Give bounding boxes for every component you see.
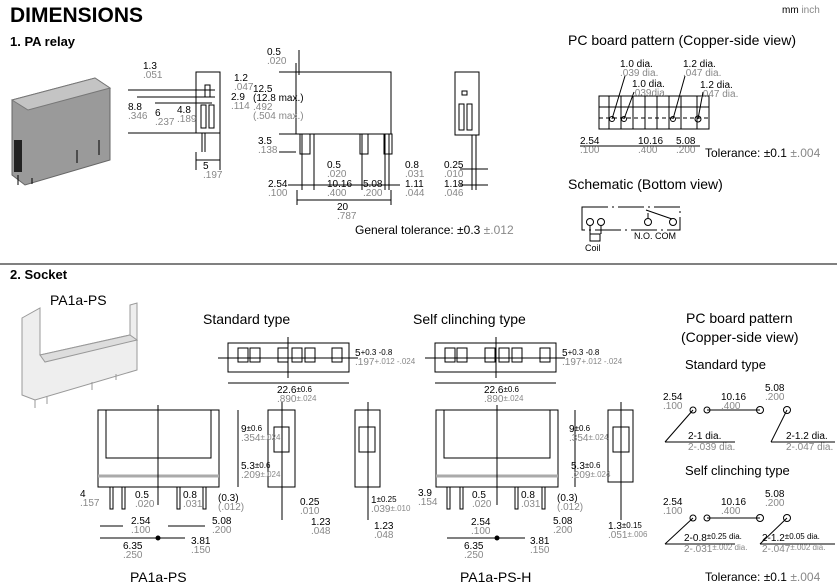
- standard-socket-drawing: [97, 337, 381, 541]
- relay-end-view: [454, 71, 488, 190]
- pcb-std-hole-1: 2-1 dia.2-.039 dia.: [688, 431, 736, 453]
- hole-label-3: 1.2 dia..047 dia.: [683, 59, 722, 79]
- std-dim-2-54: 2.54.100: [131, 516, 151, 536]
- socket-pcb-subtitle: (Copper-side view): [681, 329, 799, 345]
- section-pa-relay: 1. PA relay: [10, 34, 76, 49]
- dim-20: 20.787: [337, 202, 357, 222]
- pcb-standard-title: Standard type: [685, 357, 766, 372]
- model-pa1a-ps: PA1a-PS: [130, 569, 187, 585]
- sc-side-1-3: 1.3±0.15.051±.006: [608, 521, 648, 541]
- dim-1-2: 1.2.047: [234, 73, 254, 93]
- schematic-coil-label: Coil: [585, 243, 601, 253]
- pcb-dim-2-54: 2.54.100: [580, 136, 600, 156]
- self-clinching-socket-drawing: [425, 337, 634, 541]
- std-dim-3-81: 3.81.150: [191, 536, 211, 556]
- schematic-no-com-label: N.O. COM: [634, 231, 676, 241]
- socket-pcb-tolerance: Tolerance: ±0.1 ±.004: [705, 570, 821, 584]
- std-width: 22.6±0.6.890±.024: [277, 385, 317, 405]
- sc-depth: 5+0.3 -0.8.197+.012 -.024: [562, 348, 623, 368]
- model-pa1a-ps-h: PA1a-PS-H: [460, 569, 532, 585]
- dim-4-8: 4.8.189: [177, 105, 197, 125]
- std-dim-9: 9±0.6.354±.024: [241, 424, 281, 444]
- std-side-0-25: 0.25.010: [300, 497, 320, 517]
- sc-dim-6-35: 6.35.250: [464, 541, 484, 561]
- dim-0-8: 0.8.031: [405, 160, 425, 180]
- dim-1-11: 1.11.044: [405, 179, 425, 199]
- sc-dim-5-08: 5.08.200: [553, 516, 573, 536]
- page-title: DIMENSIONS: [10, 4, 144, 27]
- units-legend: mm inch: [782, 6, 820, 16]
- unit-mm: mm: [782, 5, 799, 16]
- std-depth: 5+0.3 -0.8.197+.012 -.024: [355, 348, 416, 368]
- pcb-sc-5-08: 5.08.200: [765, 489, 785, 509]
- dim-5-08: 5.08.200: [363, 179, 383, 199]
- pcb-sc-2-54: 2.54.100: [663, 497, 683, 517]
- sc-dim-0-5: 0.5.020: [472, 490, 492, 510]
- general-tolerance: General tolerance: ±0.3 ±.012: [355, 223, 514, 237]
- unit-inch: inch: [801, 5, 820, 16]
- sc-dim-2-54: 2.54.100: [471, 517, 491, 537]
- pcb-self-clinching-title: Self clinching type: [685, 463, 790, 478]
- std-dim-0-3: (0.3)(.012): [218, 493, 245, 513]
- sc-width: 22.6±0.6.890±.024: [484, 385, 524, 405]
- self-clinching-title: Self clinching type: [413, 311, 526, 327]
- dim-5: 5.197: [203, 161, 223, 181]
- dim-2-54: 2.54.100: [268, 179, 288, 199]
- dim-1-3: 1.3.051: [143, 61, 163, 81]
- dim-0-25: 0.25.010: [444, 160, 464, 180]
- socket-photo-label: PA1a-PS: [50, 292, 107, 308]
- dim-1-18: 1.18.046: [444, 179, 464, 199]
- dim-6: 6.237: [155, 108, 175, 128]
- std-dim-0-5: 0.5.020: [135, 490, 155, 510]
- pcb-tolerance: Tolerance: ±0.1 ±.004: [705, 146, 821, 160]
- sc-dim-3-81: 3.81.150: [530, 536, 550, 556]
- pcb-std-10-16: 10.16.400: [721, 392, 747, 412]
- pcb-std-5-08: 5.08.200: [765, 383, 785, 403]
- relay-pcb-title: PC board pattern (Copper-side view): [568, 32, 796, 48]
- std-side-1: 1±0.25.039±.010: [371, 495, 411, 515]
- pcb-sc-10-16: 10.16.400: [721, 497, 747, 517]
- relay-side-view: [128, 71, 221, 170]
- relay-photo: [10, 77, 112, 186]
- dim-height: 12.5(12.8 max.).492(.504 max.): [253, 84, 304, 122]
- std-dim-5-08: 5.08.200: [212, 516, 232, 536]
- relay-schematic: [581, 206, 681, 242]
- std-side-1-23: 1.23.048: [311, 517, 331, 537]
- hole-label-4: 1.2 dia..047 dia.: [700, 80, 739, 100]
- hole-label-2: 1.0 dia..039dia.: [632, 79, 668, 99]
- sc-dim-3-9: 3.9.154: [418, 488, 438, 508]
- relay-pcb-pattern: [580, 75, 710, 147]
- dim-3-5: 3.5.138: [258, 136, 278, 156]
- sc-dim-0-3: (0.3)(.012): [557, 493, 584, 513]
- sc-dim-9: 9±0.6.354±.024: [569, 424, 609, 444]
- hole-label-1: 1.0 dia..039 dia.: [620, 59, 659, 79]
- std-dim-4: 4.157: [80, 489, 100, 509]
- pcb-dim-5-08: 5.08.200: [676, 136, 696, 156]
- section-socket: 2. Socket: [10, 267, 68, 282]
- std-dim-6-35: 6.35.250: [123, 541, 143, 561]
- dim-0-5-top: 0.5.020: [267, 47, 287, 67]
- sc-dim-0-8: 0.8.031: [521, 490, 541, 510]
- pcb-dim-10-16: 10.16.400: [638, 136, 664, 156]
- pcb-sc-hole-1: 2-0.8±0.25 dia.2-.031±.002 dia.: [684, 532, 748, 556]
- pcb-sc-hole-2: 2-1.2±0.05 dia.2-.047±.002 dia.: [762, 532, 826, 556]
- relay-front-view: [279, 50, 400, 205]
- std-dim-0-8: 0.8.031: [183, 490, 203, 510]
- std-dim-5-3: 5.3±0.6.209±.024: [241, 461, 281, 481]
- pcb-std-2-54: 2.54.100: [663, 392, 683, 412]
- std-side-1-23b: 1.23.048: [374, 521, 394, 541]
- dim-8-8: 8.8.346: [128, 102, 148, 122]
- standard-type-title: Standard type: [203, 311, 291, 327]
- dim-10-16: 10.16.400: [327, 179, 353, 199]
- socket-pcb-title: PC board pattern: [686, 310, 793, 326]
- sc-dim-5-3: 5.3±0.6.209±.024: [571, 461, 611, 481]
- dim-0-5-pin: 0.5.020: [327, 160, 347, 180]
- pcb-std-hole-2: 2-1.2 dia.2-.047 dia.: [786, 431, 834, 453]
- dim-2-9: 2.9.114: [231, 92, 250, 112]
- socket-pcb-patterns: [664, 406, 835, 545]
- schematic-title: Schematic (Bottom view): [568, 176, 723, 192]
- socket-photo: [21, 302, 139, 408]
